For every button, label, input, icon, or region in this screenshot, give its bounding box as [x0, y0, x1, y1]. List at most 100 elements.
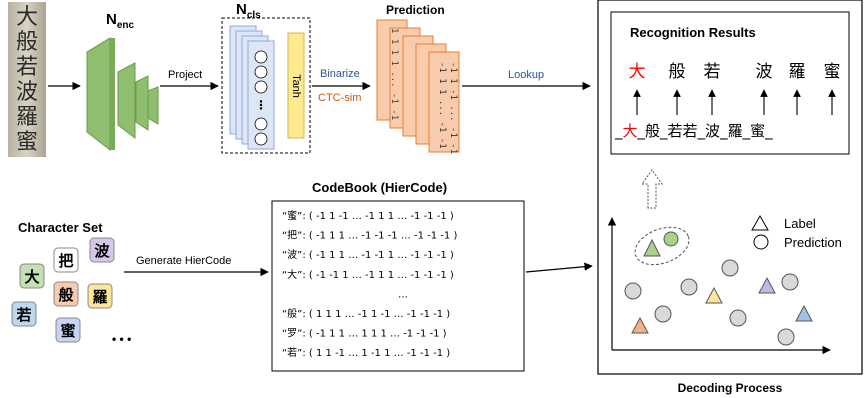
result-char: 般: [669, 62, 686, 82]
charset-tiles: 大 把 波般 羅若蜜: [11, 237, 115, 343]
legend-prediction-text: Prediction: [784, 235, 842, 250]
recognition-arrows: [633, 89, 836, 115]
codebook-row: “大”: ( -1 -1 1 … -1 1 1 … -1 -1 -1 ): [282, 268, 454, 281]
prediction-point: [781, 273, 799, 291]
decoding-panel: [597, 0, 863, 375]
label-point-purple: [758, 276, 776, 294]
codebook-box: [271, 200, 525, 372]
scroll-char: 大: [16, 5, 38, 30]
prediction-point: [721, 259, 739, 277]
charset-char: 波: [94, 242, 110, 260]
cluster-ellipse: [634, 226, 690, 266]
charset-tile: [87, 283, 113, 309]
scroll-char: 蜜: [16, 130, 38, 155]
scroll-char: 波: [16, 80, 38, 105]
codebook-row: “若”: ( 1 1 -1 … 1 -1 1 … -1 -1 -1 ): [282, 346, 450, 359]
classifier-layers: ⋮: [229, 25, 275, 150]
prediction-point: [624, 282, 642, 300]
codebook-row: “罗”: ( -1 1 1 … 1 1 1 … -1 -1 -1 ): [282, 328, 447, 340]
codebook-title: CodeBook (HierCode): [312, 180, 447, 195]
ctc-sequence: _大_般_若若_波_羅_蜜_: [614, 122, 773, 141]
label-point-orange: [631, 316, 649, 334]
charset-char: 般: [58, 286, 73, 304]
charset-tile: [53, 281, 79, 307]
recognition-box: [610, 11, 850, 155]
pred-back-column: 1 1 1 1 ... -1 -1: [389, 28, 399, 120]
charset-tile: [89, 237, 115, 263]
classifier-label: Ncls: [236, 1, 261, 21]
scatter-points: [624, 226, 813, 346]
prediction-point-green: [663, 231, 679, 247]
ctc-token: _: [719, 122, 728, 141]
result-char: 蜜: [824, 62, 841, 82]
decoding-caption: Decoding Process: [678, 381, 783, 395]
charset-char: 把: [58, 252, 73, 270]
ctc-token: 若若: [668, 122, 698, 140]
pred-front-column-1: -1 1 1 ... -1 -1: [437, 62, 447, 149]
codebook-row: “波”: ( -1 1 1 … -1 -1 1 … -1 -1 -1 ): [282, 248, 454, 261]
label-point-blue: [795, 304, 813, 322]
encoder-block: [86, 37, 159, 152]
codebook-row: …: [398, 289, 408, 300]
charset-title: Character Set: [18, 220, 103, 235]
charset-char: 若: [15, 306, 31, 324]
legend-label-text: Label: [784, 216, 816, 231]
legend-circle-icon: [753, 234, 769, 250]
codebook-row: “把”: ( -1 1 1 … -1 -1 -1 … -1 -1 -1 ): [282, 229, 457, 242]
result-char: 大: [629, 62, 646, 82]
codebook-row: “蜜”: ( -1 1 -1 … -1 1 1 … -1 -1 -1 ): [282, 209, 454, 222]
scroll-char: 般: [16, 30, 38, 55]
charset-tile: [53, 247, 79, 273]
ctc-token: _: [742, 122, 751, 141]
up-hollow-arrow: [641, 169, 663, 209]
ctc-token: 大: [623, 122, 638, 140]
prediction-point: [654, 305, 672, 323]
pred-front-column-2: -1 1 -1 ... -1 -1: [448, 62, 458, 154]
legend-triangle-icon: [751, 214, 769, 231]
label-point-yellow: [705, 286, 723, 304]
scroll-char: 若: [16, 55, 38, 80]
charset-tile: [11, 301, 37, 327]
recognition-title: Recognition Results: [630, 25, 756, 40]
ctc-token: 羅: [728, 122, 743, 140]
codebook-arrow: [525, 262, 593, 273]
result-char: 若: [704, 62, 721, 82]
classifier-box: [221, 17, 311, 154]
encoder-label: Nenc: [106, 11, 135, 31]
ctc-token: 蜜: [750, 122, 765, 140]
generate-label: Generate HierCode: [136, 255, 231, 267]
codebook-rows: “蜜”: ( -1 1 -1 … -1 1 1 … -1 -1 -1 ) “把”:…: [282, 209, 457, 359]
ctc-token: _: [659, 122, 668, 141]
lookup-label: Lookup: [508, 69, 544, 81]
charset-more: • • •: [112, 332, 131, 346]
prediction-stack: 1 1 1 1 ... -1 -1 -1 1 1 ... -1 -1 -1 1 …: [376, 19, 460, 154]
ctc-token: _: [614, 122, 623, 141]
recognition-results: 大 般若 波羅蜜: [629, 62, 841, 82]
project-label: Project: [168, 69, 202, 81]
charset-char: 蜜: [60, 322, 75, 340]
tanh-label: Tanh: [290, 74, 302, 98]
ctc-token: _: [697, 122, 706, 141]
result-char: 羅: [789, 62, 806, 82]
scroll-char: 羅: [16, 105, 38, 130]
tanh-block: Tanh: [287, 32, 305, 139]
binarize-label: Binarize: [320, 68, 360, 80]
ctc-token: _: [637, 122, 646, 141]
ctc-sim-label: CTC-sim: [318, 92, 361, 104]
prediction-point: [680, 278, 698, 296]
prediction-title: Prediction: [386, 3, 445, 17]
prediction-point: [777, 328, 795, 346]
charset-char: 大: [24, 268, 39, 286]
charset-char: 羅: [92, 288, 107, 306]
ctc-token: 般: [645, 122, 660, 140]
codebook-row: “般”: ( 1 1 1 … -1 1 -1 … -1 -1 -1 ): [282, 307, 450, 320]
prediction-point: [729, 309, 747, 327]
charset-tile: [19, 263, 45, 289]
label-point-green: [643, 238, 661, 257]
ctc-token: _: [764, 122, 773, 141]
result-char: 波: [756, 62, 773, 82]
charset-tile: [55, 317, 81, 343]
